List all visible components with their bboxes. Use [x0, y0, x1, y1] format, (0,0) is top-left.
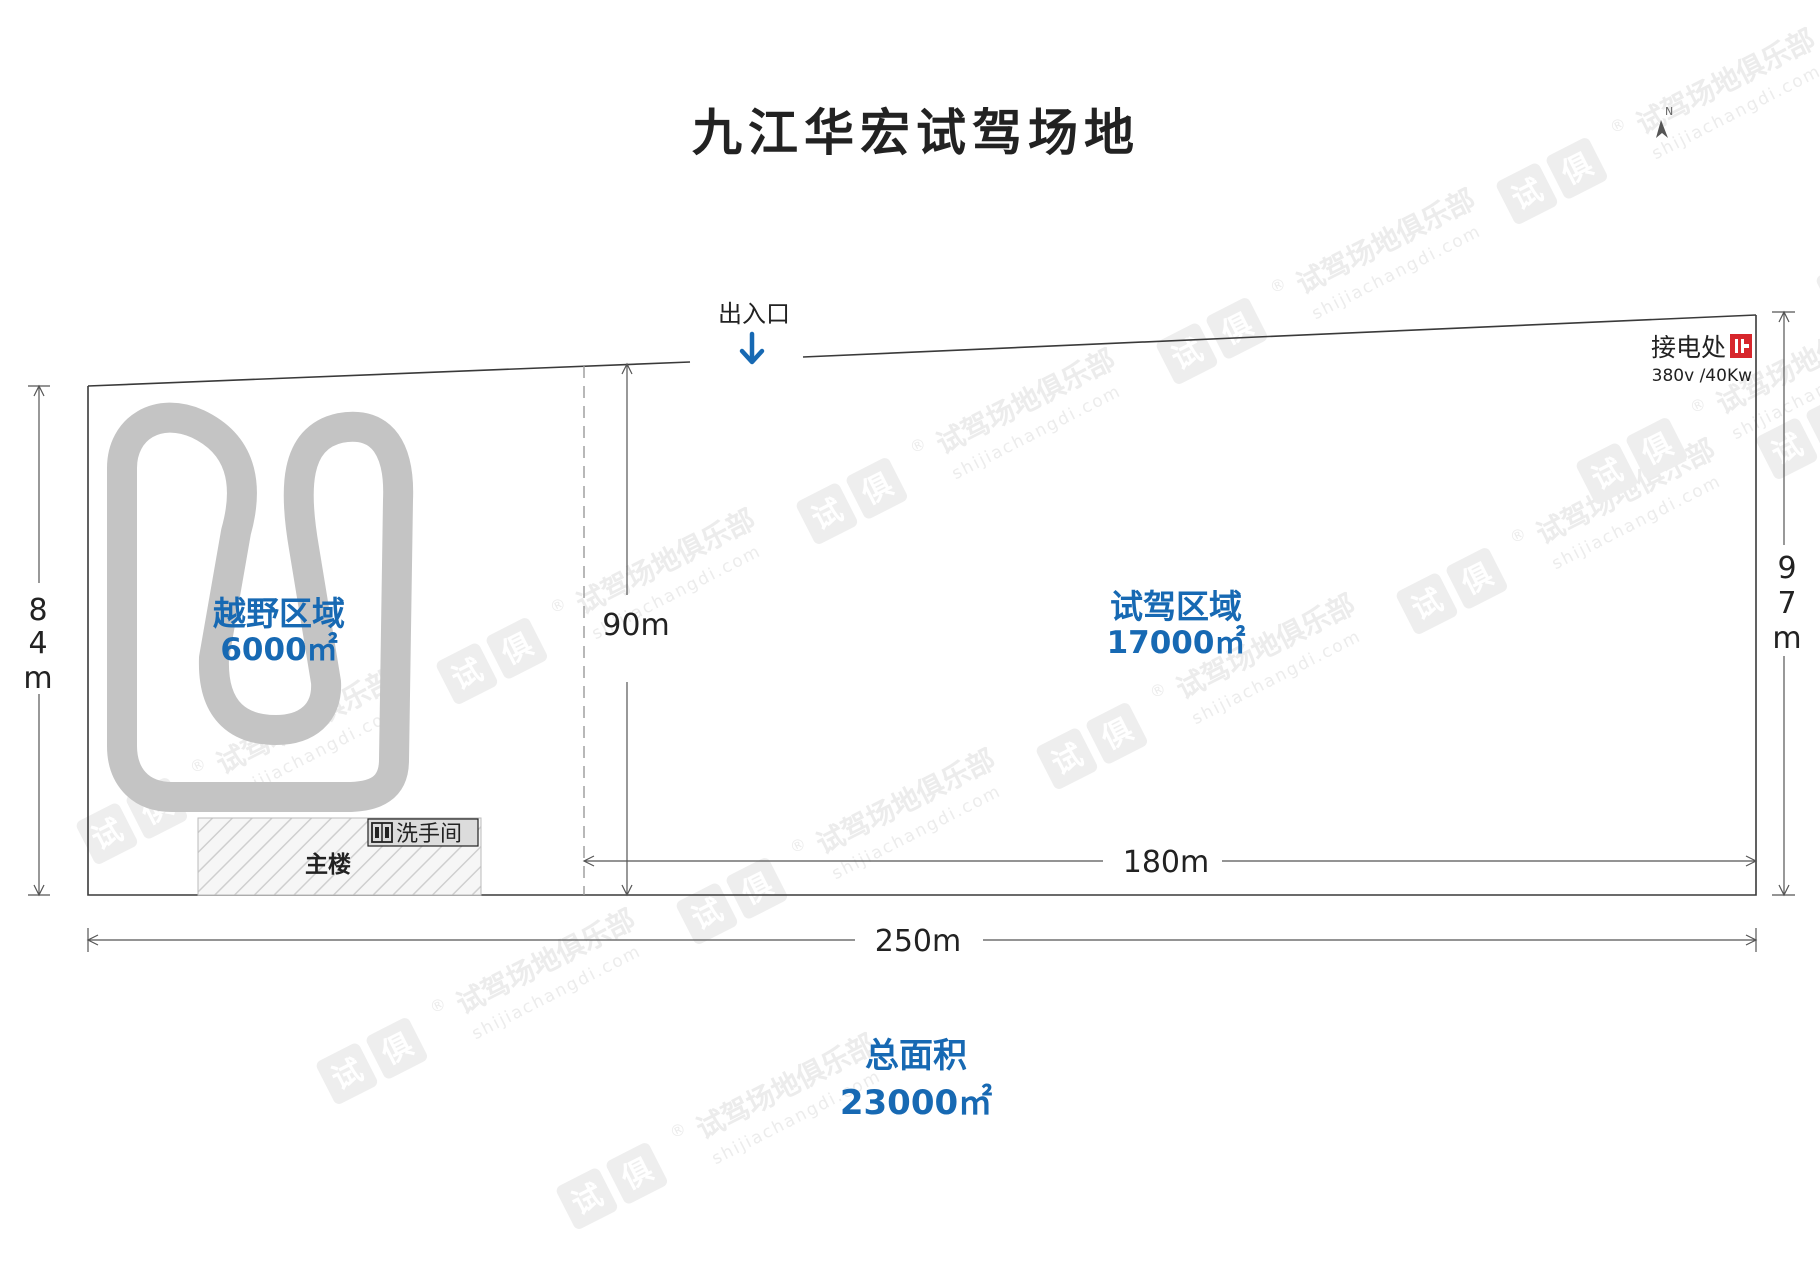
power-connection: 接电处 380v /40Kw [1651, 333, 1752, 386]
test-zone-area: 17000㎡ [1107, 625, 1246, 661]
svg-text:®: ® [786, 833, 809, 857]
svg-text:®: ® [1606, 113, 1629, 137]
svg-text:®: ® [906, 433, 929, 457]
divider-height-dimension: 90m [602, 362, 670, 897]
left-height-char-1: 8 [28, 593, 47, 628]
power-label: 接电处 [1651, 333, 1726, 362]
svg-text:®: ® [1266, 273, 1289, 297]
restroom-icon [371, 822, 393, 843]
test-zone-label: 试驾区域 17000㎡ [1107, 587, 1246, 661]
restroom-label: 洗手间 [396, 822, 462, 847]
test-zone-name: 试驾区域 [1110, 587, 1242, 626]
north-arrow-icon: N [1656, 105, 1673, 138]
right-height-char-3: m [1772, 621, 1801, 656]
total-width-label: 250m [875, 924, 961, 959]
total-area: 总面积 23000㎡ [840, 1036, 992, 1123]
right-height-dimension: 9 7 m [1772, 310, 1802, 897]
total-area-label: 总面积 [865, 1036, 967, 1076]
left-height-char-3: m [23, 661, 52, 696]
svg-text:®: ® [426, 993, 449, 1017]
north-label: N [1665, 105, 1673, 118]
total-width-dimension: 250m [86, 924, 1758, 959]
entrance: 出入口 [718, 300, 790, 365]
lot-outline [87, 314, 1757, 896]
svg-text:®: ® [186, 753, 209, 777]
right-height-char-2: 7 [1777, 586, 1796, 621]
entrance-label: 出入口 [718, 300, 790, 328]
offroad-zone-name: 越野区域 [213, 594, 345, 633]
left-height-dimension: 8 4 m [23, 384, 53, 897]
test-zone-width-label: 180m [1123, 845, 1209, 880]
svg-text:®: ® [546, 593, 569, 617]
test-zone-width-dimension: 180m [582, 845, 1758, 880]
divider-height-label: 90m [602, 608, 669, 643]
power-spec: 380v /40Kw [1652, 366, 1752, 386]
page-title: 九江华宏试驾场地 [692, 104, 1140, 162]
offroad-zone-label: 越野区域 6000㎡ [213, 594, 345, 668]
left-height-char-2: 4 [28, 626, 47, 661]
main-building-label: 主楼 [305, 852, 351, 878]
power-socket-icon [1730, 334, 1752, 358]
arrow-down-icon [739, 331, 765, 365]
restroom: 洗手间 [367, 818, 479, 847]
svg-text:®: ® [666, 1118, 689, 1142]
total-area-value: 23000㎡ [840, 1083, 992, 1123]
svg-text:®: ® [1146, 678, 1169, 702]
right-height-char-1: 9 [1777, 551, 1796, 586]
svg-text:®: ® [1686, 393, 1709, 417]
svg-text:®: ® [1506, 523, 1529, 547]
offroad-track [107, 402, 414, 812]
offroad-zone-area: 6000㎡ [220, 632, 337, 668]
